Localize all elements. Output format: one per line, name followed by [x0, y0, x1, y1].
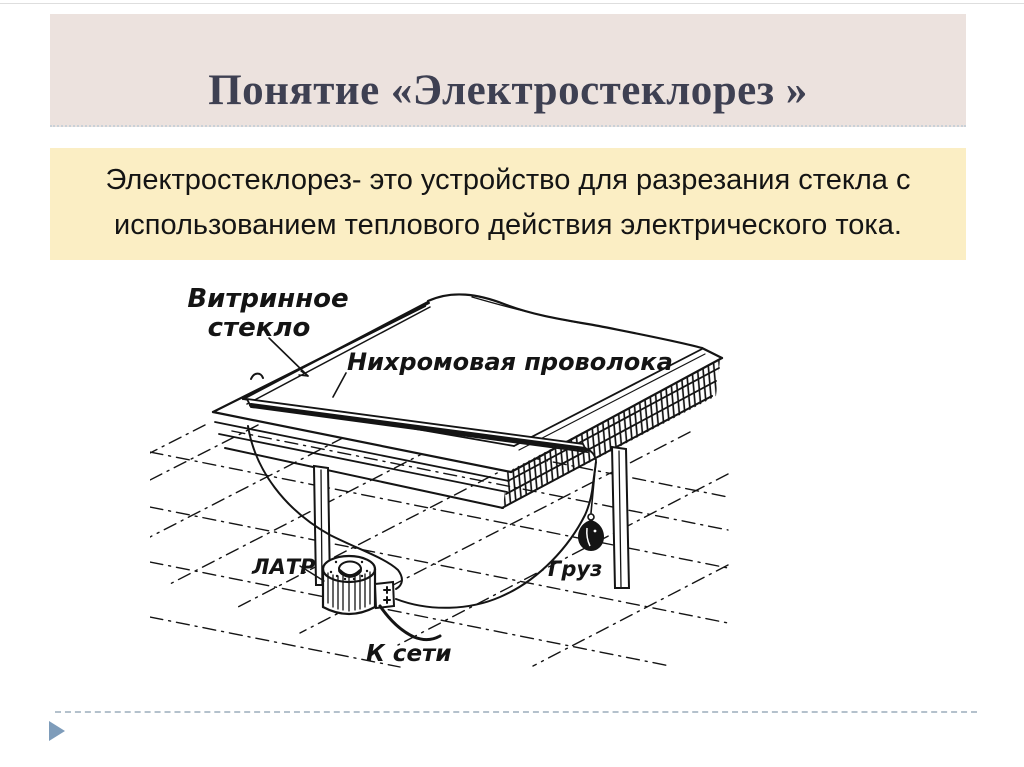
leader-lines	[268, 337, 347, 582]
floor-grid	[149, 424, 729, 668]
electro-glass-cutter-diagram: Витринное стекло Нихромовая проволока ЛА…	[149, 268, 750, 680]
definition-box: Электростеклорез- это устройство для раз…	[50, 148, 966, 260]
page-title: Понятие «Электростеклорез »	[208, 67, 808, 114]
title-bar: Понятие «Электростеклорез »	[50, 14, 966, 127]
label-glass-line2: стекло	[208, 313, 311, 343]
latr-body-hatching	[327, 571, 371, 612]
label-transformer: ЛАТР	[251, 555, 316, 579]
latr-terminals	[383, 586, 391, 604]
wire-to-mains	[378, 604, 442, 641]
latr-terminal-box	[373, 580, 396, 610]
label-mains: К сети	[366, 641, 452, 667]
definition-line-1: Электростеклорез- это устройство для раз…	[105, 164, 911, 196]
nichrome-wire-strip	[245, 372, 597, 461]
label-weight: Груз	[548, 557, 602, 581]
weight-string	[590, 459, 597, 514]
wire-latr-to-weight	[395, 461, 597, 609]
definition-line-2: использованием теплового действия электр…	[114, 209, 902, 241]
next-slide-arrow-icon[interactable]	[49, 721, 65, 741]
wire-table-to-latr	[247, 425, 403, 590]
weight	[578, 513, 604, 551]
wires	[247, 425, 597, 641]
latr-transformer	[321, 554, 396, 616]
label-glass-line1: Витринное	[187, 284, 348, 314]
diagram-svg: Витринное стекло Нихромовая проволока ЛА…	[149, 284, 729, 668]
table-legs	[312, 445, 631, 589]
label-nichrome-wire: Нихромовая проволока	[347, 348, 673, 376]
top-hairline	[0, 3, 1024, 4]
footer-divider	[55, 711, 977, 713]
